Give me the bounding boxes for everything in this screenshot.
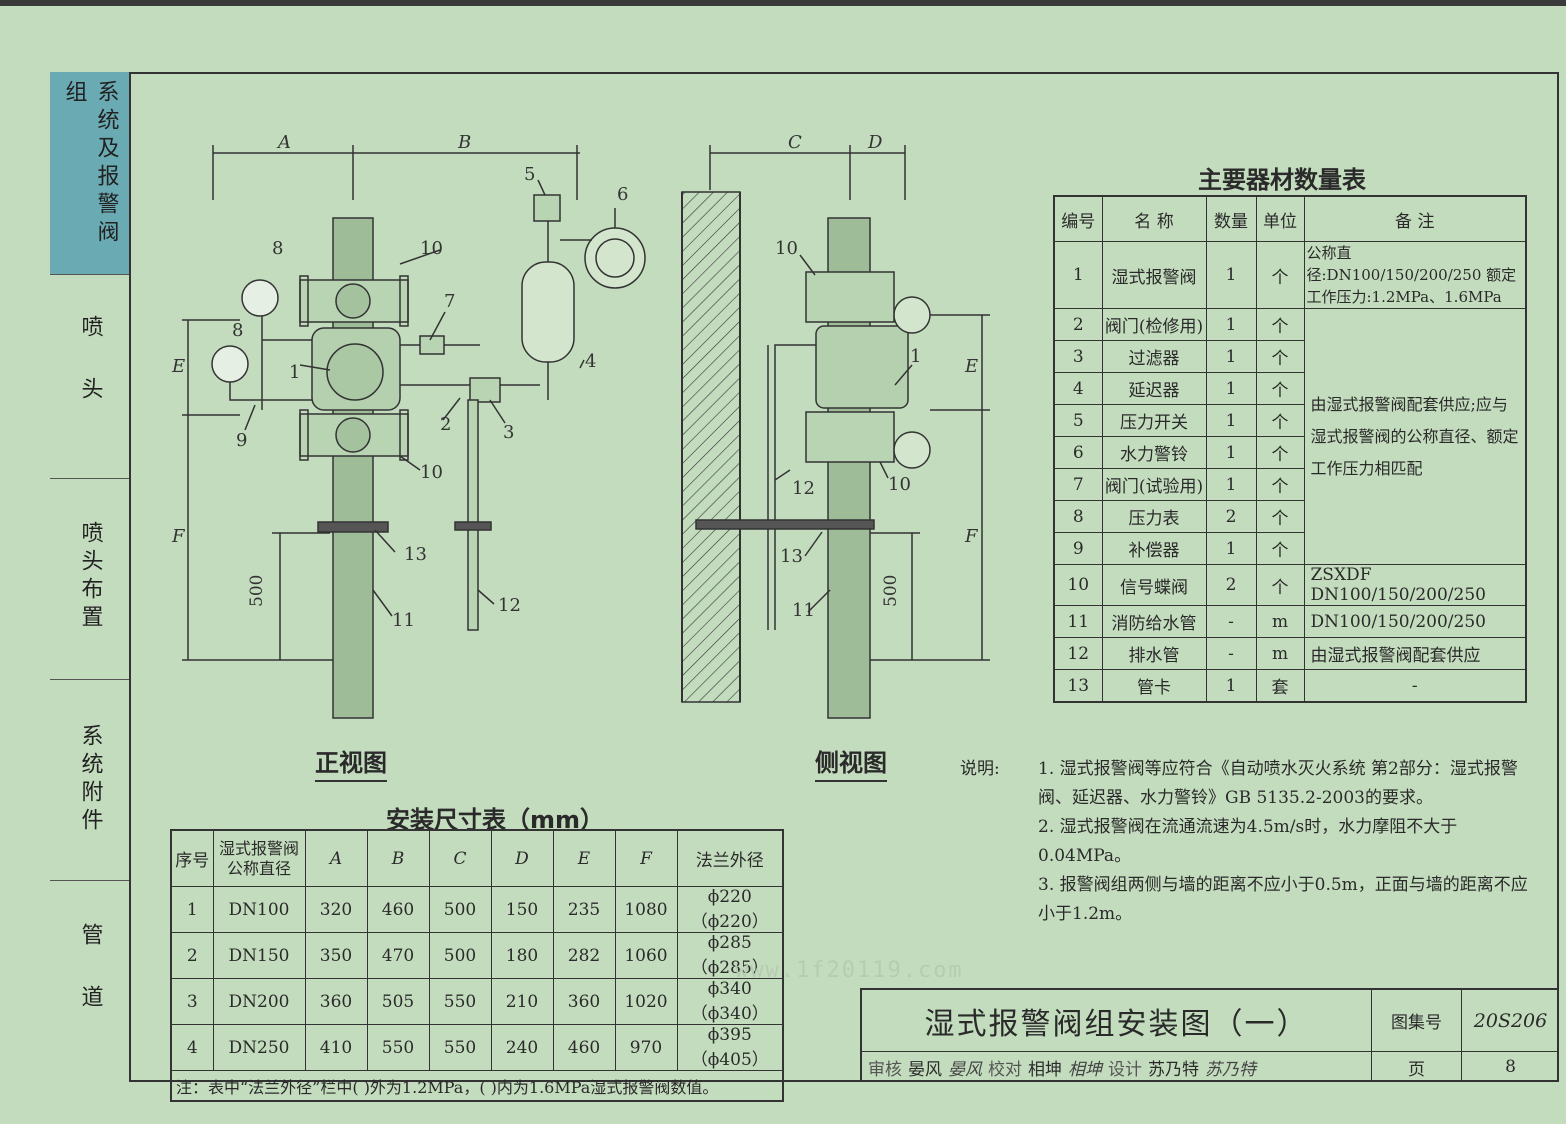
callout-7: 7 xyxy=(444,291,455,312)
table-row: 8 压力表 2 个 xyxy=(1053,500,1526,533)
atlas-label: 图集号 xyxy=(1372,990,1462,1052)
callout-5: 5 xyxy=(524,164,535,185)
note-item: 说明: 1. 湿式报警阀等应符合《自动喷水灭火系统 第2部分：湿式报警阀、延迟器… xyxy=(960,755,1540,813)
designer-name: 苏乃特 xyxy=(1148,1059,1199,1080)
table-row: 5 压力开关 1 个 xyxy=(1053,404,1526,437)
sidebar-item-accessories[interactable]: 系统附件 xyxy=(50,680,129,881)
sidebar-item-piping[interactable]: 管道 xyxy=(50,881,129,1081)
notes-label: 说明: xyxy=(960,759,1000,779)
signature-row: 审核 晏风 晏风 校对 相坤 相坤 设计 苏乃特 苏乃特 xyxy=(862,1052,1372,1082)
table-row: 9 补偿器 1 个 xyxy=(1053,532,1526,565)
table-row: 12 排水管 - m 由湿式报警阀配套供应 xyxy=(1053,637,1527,670)
side-view-caption: 侧视图 xyxy=(815,743,887,782)
dim-label-b: B xyxy=(457,132,471,153)
sidebar: 系统及报警阀组 喷头 喷头布置 系统附件 管道 xyxy=(50,72,129,1082)
drawing-title: 湿式报警阀组安装图（一） xyxy=(862,990,1372,1052)
callout-side-13: 13 xyxy=(780,546,803,567)
callout-2: 2 xyxy=(440,414,451,435)
dim-label-f-front: F xyxy=(171,526,186,547)
reviewer-signature: 晏风 xyxy=(948,1059,982,1080)
header-qty: 数量 xyxy=(1205,195,1257,242)
sidebar-item-label: 喷头 xyxy=(77,315,103,439)
checker-signature: 相坤 xyxy=(1068,1059,1102,1080)
equipment-header-row: 编号 名 称 数量 单位 备 注 xyxy=(1053,195,1527,242)
note-item: 3. 报警阀组两侧与墙的距离不应小于0.5m，正面与墙的距离不应小于1.2m。 xyxy=(1038,875,1528,924)
table-row: 7 阀门(试验用) 1 个 xyxy=(1053,468,1526,501)
callout-11: 11 xyxy=(392,610,415,631)
dim-500-front: 500 xyxy=(247,575,267,607)
header-unit: 单位 xyxy=(1255,195,1305,242)
callout-12: 12 xyxy=(498,595,521,616)
table-row: 11 消防给水管 - m DN100/150/200/250 xyxy=(1053,605,1527,638)
table-row: 10 信号蝶阀 2 个 ZSXDF DN100/150/200/250 xyxy=(1053,564,1527,606)
atlas-number: 20S206 xyxy=(1462,990,1559,1052)
reviewer-name: 晏风 xyxy=(908,1059,942,1080)
callout-side-12: 12 xyxy=(792,478,815,499)
dimension-header-row: 序号 湿式报警阀公称直径 A B C D E F 法兰外径 xyxy=(170,829,784,887)
callout-side-10-top: 10 xyxy=(775,238,798,259)
front-view-caption: 正视图 xyxy=(315,743,387,782)
dim-label-a: A xyxy=(276,132,291,153)
equipment-table-title: 主要器材数量表 xyxy=(1198,166,1366,194)
callout-1: 1 xyxy=(289,362,300,383)
callout-13: 13 xyxy=(404,544,427,565)
header-note: 备 注 xyxy=(1303,195,1527,242)
sidebar-item-sprinkler[interactable]: 喷头 xyxy=(50,275,129,479)
callout-side-11: 11 xyxy=(792,600,815,621)
dimension-footnote-row: 注：表中“法兰外径”栏中( )外为1.2MPa，( )内为1.6MPa湿式报警阀… xyxy=(170,1070,784,1102)
header-name: 名 称 xyxy=(1101,195,1207,242)
dim-500-side: 500 xyxy=(881,575,901,607)
callout-side-1: 1 xyxy=(910,346,921,367)
title-block: 湿式报警阀组安装图（一） 图集号 20S206 审核 晏风 晏风 校对 相坤 相… xyxy=(860,988,1559,1082)
callout-3: 3 xyxy=(503,422,514,443)
table-row: 13 管卡 1 套 - xyxy=(1053,669,1527,703)
sidebar-item-label: 系统附件 xyxy=(77,724,103,836)
sidebar-item-alarm-valve[interactable]: 系统及报警阀组 xyxy=(50,72,129,275)
note-item: 2. 湿式报警阀在流通流速为4.5m/s时，水力摩阻不大于0.04MPa。 xyxy=(1038,817,1458,866)
dim-label-c: C xyxy=(788,132,802,153)
sidebar-item-label: 管道 xyxy=(77,923,103,1047)
drawing-frame xyxy=(129,72,1559,1082)
designer-signature: 苏乃特 xyxy=(1205,1059,1256,1080)
callout-10-top: 10 xyxy=(420,238,443,259)
sidebar-item-sprinkler-layout[interactable]: 喷头布置 xyxy=(50,479,129,680)
callout-10-bottom: 10 xyxy=(420,462,443,483)
callout-8-bottom: 8 xyxy=(232,320,243,341)
dim-label-e-front: E xyxy=(171,356,185,377)
check-label: 校对 xyxy=(988,1059,1022,1080)
page-number: 8 xyxy=(1505,1057,1516,1077)
design-label: 设计 xyxy=(1108,1059,1142,1080)
sidebar-item-label: 系统及报警阀组 xyxy=(61,80,119,248)
dim-label-e-side: E xyxy=(964,356,978,377)
dim-label-d: D xyxy=(867,132,883,153)
row1-note: 公称直径:DN100/150/200/250 额定工作压力:1.2MPa、1.6… xyxy=(1303,241,1527,309)
notes: 说明: 1. 湿式报警阀等应符合《自动喷水灭火系统 第2部分：湿式报警阀、延迟器… xyxy=(960,755,1540,929)
table-row: 1 湿式报警阀 1 个 公称直径:DN100/150/200/250 额定工作压… xyxy=(1053,241,1527,309)
table-row: 2 阀门(检修用) 1 个 由湿式报警阀配套供应;应与湿式报警阀的公称直径、额定… xyxy=(1053,308,1527,565)
callout-side-10-bottom: 10 xyxy=(888,474,911,495)
callout-4: 4 xyxy=(585,351,596,372)
merged-note: 由湿式报警阀配套供应;应与湿式报警阀的公称直径、额定工作压力相匹配 xyxy=(1303,308,1527,565)
callout-6: 6 xyxy=(617,184,628,205)
table-row: 3 过滤器 1 个 xyxy=(1053,340,1526,373)
top-border xyxy=(0,0,1566,6)
dim-label-f-side: F xyxy=(964,526,979,547)
review-label: 审核 xyxy=(868,1059,902,1080)
callout-8-top: 8 xyxy=(272,238,283,259)
checker-name: 相坤 xyxy=(1028,1059,1062,1080)
equipment-table: 编号 名 称 数量 单位 备 注 1 湿式报警阀 1 个 公称直径:DN100/… xyxy=(1053,195,1527,703)
dimension-footnote: 注：表中“法兰外径”栏中( )外为1.2MPa，( )内为1.6MPa湿式报警阀… xyxy=(170,1070,784,1102)
watermark: www.1f20119.com xyxy=(735,958,964,983)
header-no: 编号 xyxy=(1053,195,1103,242)
page-label: 页 xyxy=(1372,1052,1462,1082)
sidebar-item-label: 喷头布置 xyxy=(77,521,103,633)
callout-9: 9 xyxy=(236,430,247,451)
